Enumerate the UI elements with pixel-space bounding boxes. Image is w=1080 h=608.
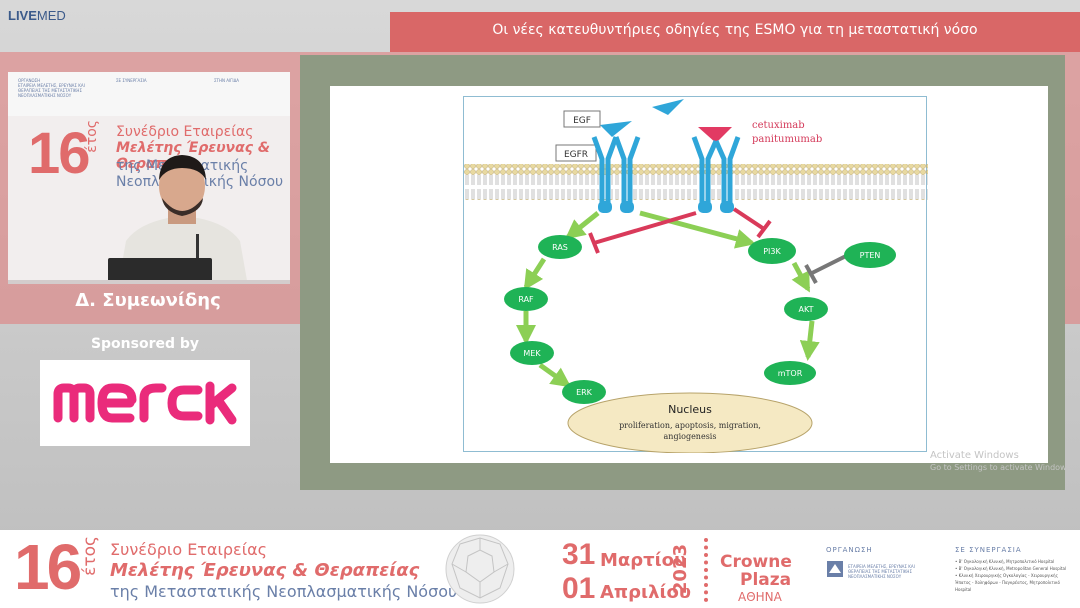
sponsored-label: Sponsored by (90, 336, 200, 352)
organizer-logo-icon (827, 561, 843, 577)
nucleus-line-2: angiogenesis (664, 432, 717, 441)
laptop (108, 258, 212, 284)
egf-ligand-1 (600, 121, 632, 137)
banner-sphere-graphic (445, 534, 515, 604)
pi3k-label: PI3K (763, 247, 781, 256)
nucleus-title: Nucleus (668, 403, 712, 416)
title-bar: Οι νέες κατευθυντήριες οδηγίες της ESMO … (390, 12, 1080, 52)
egfr-receptor-1 (591, 136, 641, 209)
ras-label: RAS (552, 243, 568, 252)
erk-label: ERK (576, 388, 593, 397)
erk-node (562, 380, 606, 404)
egfr-receptor-2-kinase (698, 201, 734, 213)
egf-label-box (563, 110, 601, 128)
mtor-label: mTOR (778, 369, 803, 378)
pten-inhibition (804, 253, 849, 284)
slide-title: Οι νέες κατευθυντήριες οδηγίες της ESMO … (492, 22, 978, 38)
speaker-name: Δ. Συμεωνίδης (75, 290, 221, 311)
collaboration-list: • Β' Ογκολογική Κλινική, Μητροπολιτικό H… (955, 559, 1067, 592)
cell-membrane (464, 164, 928, 200)
akt-label: AKT (799, 305, 814, 314)
merck-logo (40, 360, 250, 446)
egfr-label: EGFR (564, 150, 588, 160)
mtor-node (764, 361, 816, 385)
ras-node (538, 235, 582, 259)
pi3k-node (748, 238, 796, 264)
mek-node (510, 341, 554, 365)
windows-activation-watermark: Activate Windows Go to Settings to activ… (930, 450, 1074, 472)
pten-node (844, 242, 896, 268)
cetuximab-label: cetuximab (752, 120, 805, 131)
conference-banner: 16 έτος Συνέδριο Εταιρείας Μελέτης Έρευν… (0, 530, 1080, 608)
egf-ligand-2 (652, 99, 684, 115)
egfr-receptor-1-kinase (598, 201, 634, 213)
nucleus-line-1: proliferation, apoptosis, migration, (619, 421, 761, 430)
raf-node (504, 287, 548, 311)
pten-label: PTEN (860, 251, 881, 260)
activation-arrows (516, 210, 820, 388)
panitumumab-label: panitumumab (752, 134, 822, 145)
akt-node (784, 297, 828, 321)
mek-label: MEK (523, 349, 541, 358)
egfr-pathway-diagram: EGF EGFR cetuximab panitumumab (463, 96, 928, 454)
inhibition-lines (588, 207, 772, 254)
egfr-label-box (555, 144, 597, 162)
raf-label: RAF (518, 295, 534, 304)
banner-divider (704, 538, 708, 602)
livemed-logo: LIVEMED (8, 8, 66, 23)
antibody-ligand (698, 127, 732, 143)
banner-number: 16 (14, 531, 82, 603)
egfr-receptor-2 (691, 136, 741, 209)
backdrop-number: 16 (28, 121, 90, 186)
egf-label: EGF (573, 116, 591, 126)
